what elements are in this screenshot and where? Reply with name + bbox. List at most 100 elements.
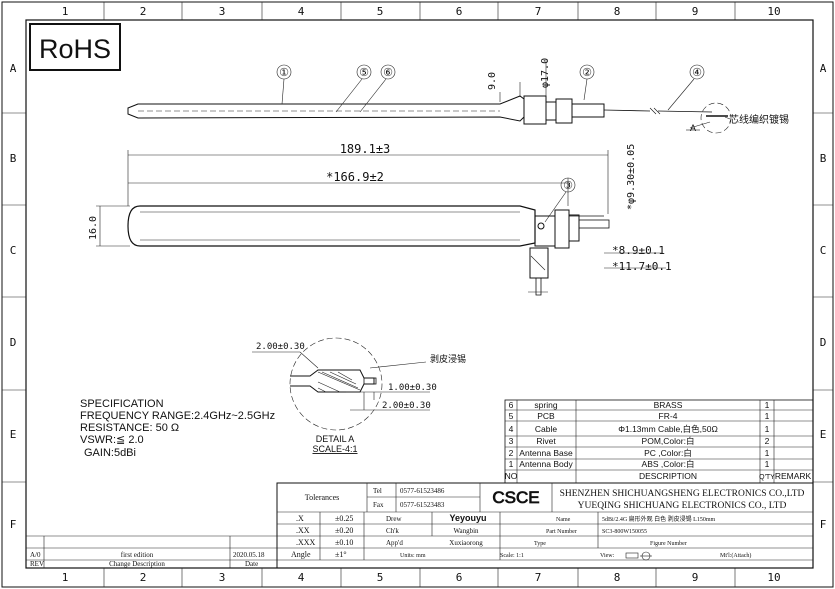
row-left-D: D xyxy=(10,336,17,349)
tel-label: Tel xyxy=(373,487,382,495)
bom-qty-4: 1 xyxy=(765,424,770,434)
col-bottom-5: 5 xyxy=(377,571,384,584)
callout-2: ② xyxy=(582,67,592,79)
fax-value: 0577-61523483 xyxy=(400,501,445,509)
company-logo: CSCE xyxy=(492,488,539,507)
top-dim-lines xyxy=(499,60,547,102)
company-name-2: YUEQING SHICHUANG ELECTRONICS CO., LTD xyxy=(578,501,787,511)
row-left-F: F xyxy=(10,518,17,531)
tol-title: Tolerances xyxy=(305,493,340,502)
bom-qty-6: 1 xyxy=(765,400,770,410)
bom-name-4: Cable xyxy=(535,424,557,434)
material-label: Mt'l:(Attach) xyxy=(720,552,751,559)
dim-body: *166.9±2 xyxy=(326,170,384,184)
bom-desc-3: POM,Color:白 xyxy=(642,436,695,446)
detail-note: 剥皮浸锡 xyxy=(430,353,466,364)
spec-title: SPECIFICATION xyxy=(80,398,164,410)
col-bottom-6: 6 xyxy=(456,571,463,584)
core-note: 芯线编织镀锡 xyxy=(729,113,789,126)
callout-3-circle xyxy=(560,177,576,193)
col-bottom-10: 10 xyxy=(767,571,780,584)
bom-qty-3: 2 xyxy=(765,436,770,446)
bom-desc-4: Φ1.13mm Cable,白色,50Ω xyxy=(618,424,718,434)
tol-v-1: ±0.25 xyxy=(335,514,353,523)
view-label: View: xyxy=(600,553,615,559)
callout-1: ① xyxy=(279,67,289,79)
rev-1-desc: first edition xyxy=(121,551,154,559)
row-right-F: F xyxy=(820,518,827,531)
bom-name-5: PCB xyxy=(537,411,555,421)
side-view-antenna xyxy=(127,205,610,296)
detail-title: DETAIL A xyxy=(316,434,355,444)
rev-1-date: 2020.05.18 xyxy=(233,551,265,559)
bom-desc-1: ABS ,Color:白 xyxy=(642,459,695,469)
column-numbers: 1 2 3 4 5 6 7 8 9 10 1 2 3 4 5 6 7 8 9 1… xyxy=(62,5,781,584)
bom-table xyxy=(504,399,814,484)
revision-block xyxy=(26,535,277,568)
bom-no-5: 5 xyxy=(509,411,514,421)
name-label: Name xyxy=(556,517,571,523)
top-view-antenna xyxy=(127,95,732,134)
row-right-C: C xyxy=(820,244,827,257)
dim-9: 9.0 xyxy=(487,72,498,90)
bom-name-1: Antenna Body xyxy=(519,459,573,469)
tol-v-2: ±0.20 xyxy=(335,526,353,535)
bom-head-desc: DESCRIPTION xyxy=(639,471,697,481)
col-bottom-4: 4 xyxy=(298,571,305,584)
spec-line-2: RESISTANCE: 50 Ω xyxy=(80,422,179,434)
spec-line-3: VSWR:≦ 2.0 xyxy=(80,434,144,446)
row-left-A: A xyxy=(10,62,17,75)
bom-no-2: 2 xyxy=(509,448,514,458)
bom-head-qty: Q'TY xyxy=(759,474,775,481)
drew-label: Drew xyxy=(386,515,402,523)
detail-dim-200-a: 2.00±0.30 xyxy=(256,342,305,352)
dim-phi930: *φ9.30±0.05 xyxy=(626,144,637,210)
bom-name-6: spring xyxy=(534,400,557,410)
appd-label: App'd xyxy=(386,539,403,547)
bom-desc-5: FR-4 xyxy=(659,411,678,421)
tol-v-3: ±0.10 xyxy=(335,538,353,547)
bom-no-1: 1 xyxy=(509,459,514,469)
title-block xyxy=(276,482,814,569)
appd-value: Xuxiaorong xyxy=(449,539,483,547)
type-label: Type xyxy=(534,541,546,547)
tol-v-4: ±1° xyxy=(335,550,347,559)
bom-no-6: 6 xyxy=(509,400,514,410)
row-left-C: C xyxy=(10,244,17,257)
tel-value: 0577-61523486 xyxy=(400,487,445,495)
bom-name-3: Rivet xyxy=(536,436,556,446)
col-top-8: 8 xyxy=(614,5,621,18)
bom-no-4: 4 xyxy=(509,424,514,434)
spec-line-4: GAIN:5dBi xyxy=(84,447,136,459)
detail-scale: SCALE-4:1 xyxy=(312,444,357,454)
bom-no-3: 3 xyxy=(509,436,514,446)
fax-label: Fax xyxy=(373,501,384,509)
rohs-label: RoHS xyxy=(39,34,111,64)
col-bottom-1: 1 xyxy=(62,571,69,584)
dim-16: 16.0 xyxy=(88,216,99,240)
callout-5: ⑤ xyxy=(359,67,369,79)
callout-6: ⑥ xyxy=(383,67,393,79)
tol-k-4: Angle xyxy=(291,550,311,559)
partno-value: SC3-800W150055 xyxy=(602,529,647,535)
row-right-E: E xyxy=(820,428,827,441)
callouts-top xyxy=(276,64,705,113)
projection-symbol xyxy=(625,551,652,561)
bom-name-2: Antenna Base xyxy=(519,448,573,458)
dim-8-9: *8.9±0.1 xyxy=(612,244,665,257)
detail-dim-100: 1.00±0.30 xyxy=(388,383,437,393)
chk-label: Ch'k xyxy=(386,527,399,535)
side-dim-lines xyxy=(96,150,609,247)
col-top-6: 6 xyxy=(456,5,463,18)
callout-3: ③ xyxy=(563,180,573,192)
scale-label: Scale: 1:1 xyxy=(500,553,524,559)
col-top-1: 1 xyxy=(62,5,69,18)
col-top-2: 2 xyxy=(140,5,147,18)
row-left-E: E xyxy=(10,428,17,441)
units-label: Units: mm xyxy=(400,553,426,559)
col-bottom-3: 3 xyxy=(219,571,226,584)
rev-head-desc: Change Description xyxy=(109,560,165,568)
col-bottom-8: 8 xyxy=(614,571,621,584)
